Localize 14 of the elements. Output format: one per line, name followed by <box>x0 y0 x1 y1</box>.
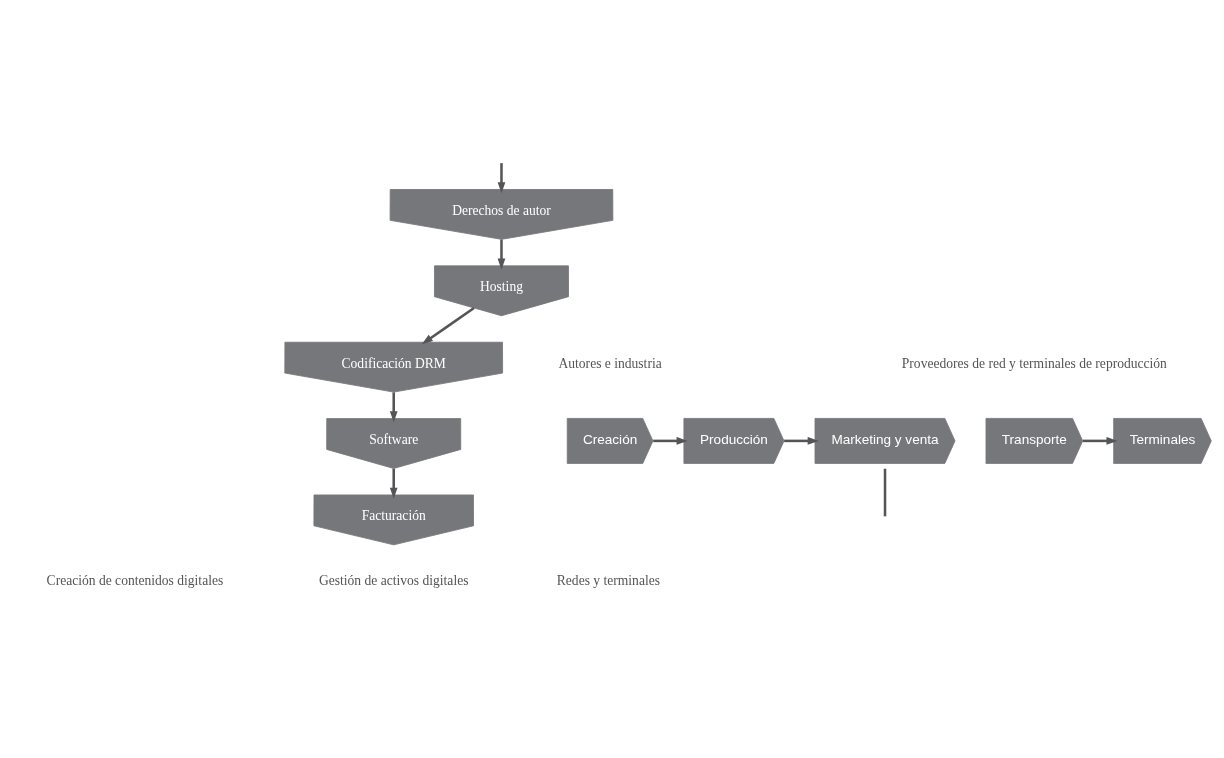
arrow <box>421 306 475 344</box>
connector <box>883 468 887 516</box>
arrow <box>497 239 506 270</box>
arrow <box>1082 436 1118 445</box>
label: Creación de contenidos digitales <box>46 572 224 588</box>
label: Proveedores de red y terminales de reproducción <box>901 355 1167 371</box>
label: Redes y terminales <box>556 572 660 588</box>
arrow <box>653 436 688 445</box>
label: Gestión de activos digitales <box>318 572 469 588</box>
arrow <box>389 391 398 422</box>
arrow <box>784 436 819 445</box>
arrow <box>497 162 506 193</box>
label: Autores e industria <box>558 355 662 371</box>
arrow <box>389 468 398 499</box>
